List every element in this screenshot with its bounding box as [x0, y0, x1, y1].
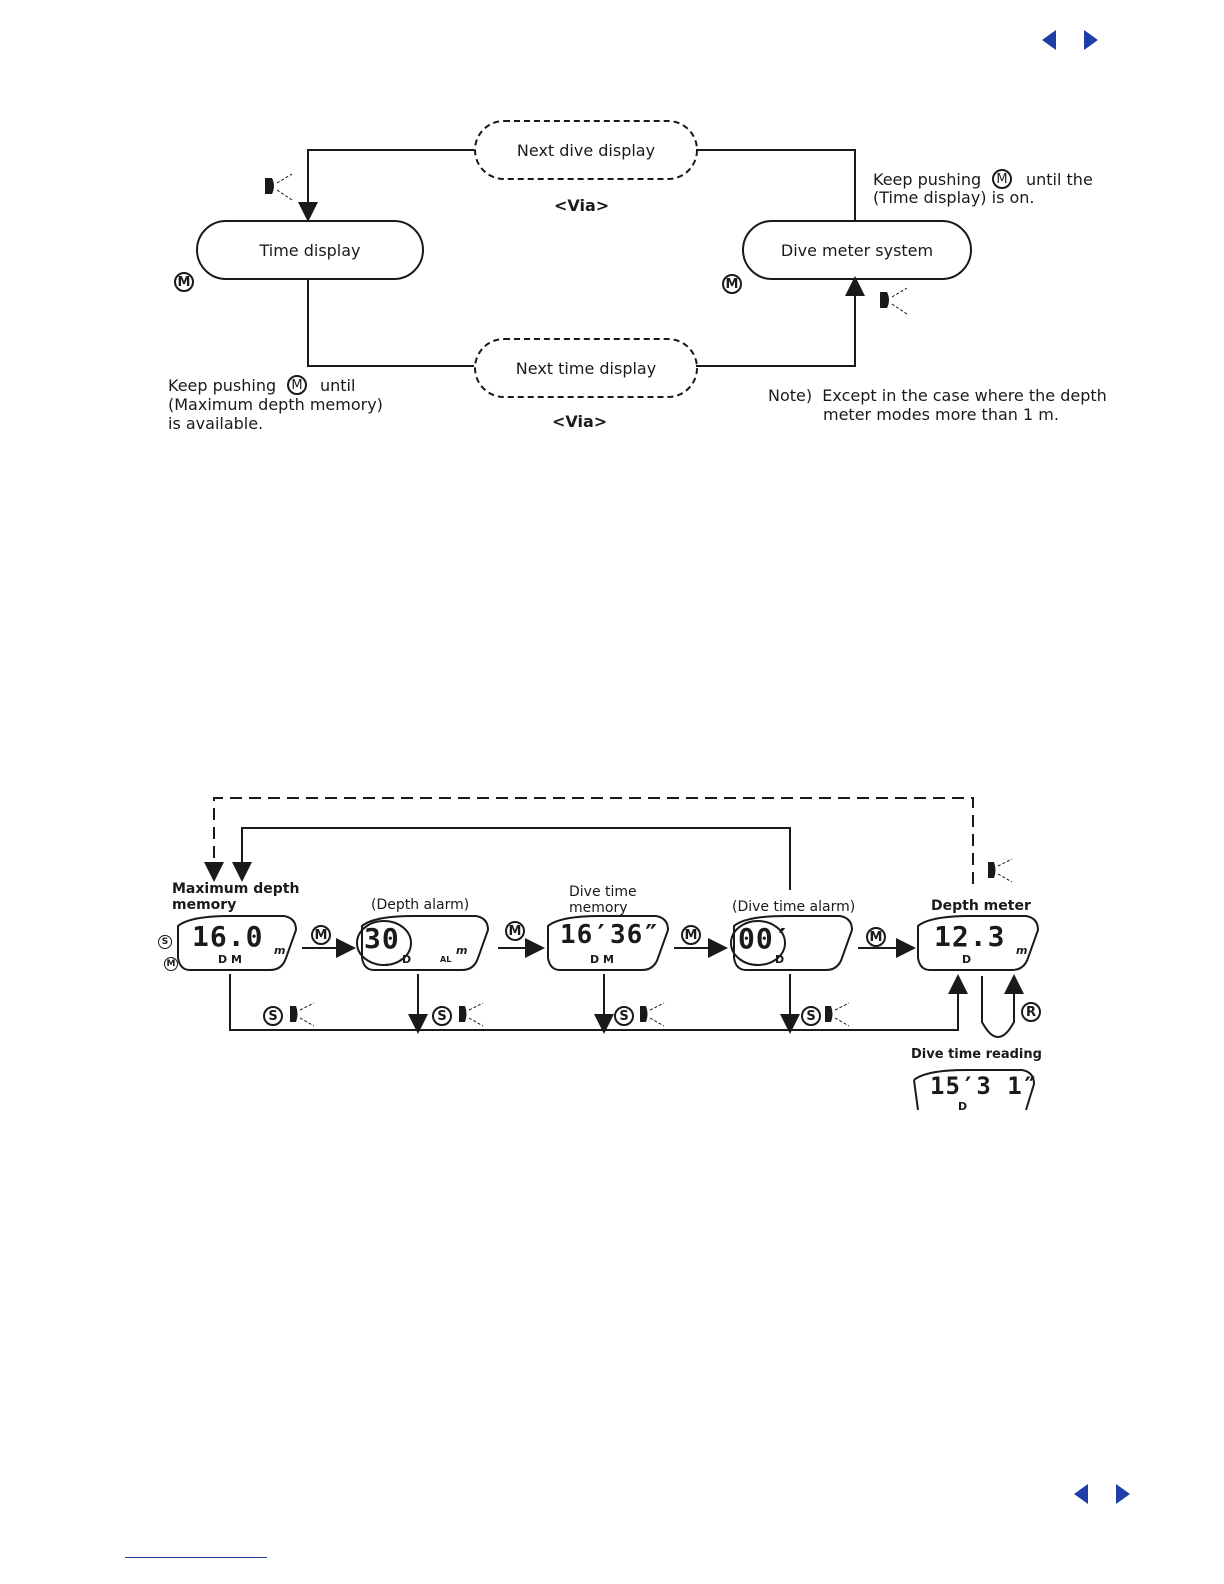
s-button-icon: S	[158, 935, 172, 949]
m-button-icon: M	[174, 272, 194, 292]
m-button-icon: M	[992, 169, 1012, 189]
lcd-outline	[733, 915, 854, 971]
lcd-max-depth-value: 16.0	[192, 920, 264, 953]
dive-mode-lines	[177, 797, 1040, 1111]
m-button-icon: M	[505, 921, 525, 941]
m-button-icon: M	[287, 375, 307, 395]
lcd-depth-alarm-unit: m	[456, 944, 468, 957]
m-button-icon: M	[866, 927, 886, 947]
next-time-display-box: Next time display	[474, 338, 698, 398]
m-button-icon: M	[164, 957, 178, 971]
m-button-icon: M	[311, 925, 331, 945]
via-bottom-label: <Via>	[552, 412, 608, 431]
next-dive-display-box: Next dive display	[474, 120, 698, 180]
buzzer-icon	[880, 287, 908, 315]
depth-meter-label: Depth meter	[931, 898, 1031, 914]
next-page-icon[interactable]	[1114, 1482, 1132, 1506]
next-time-label: Next time display	[515, 358, 657, 378]
lcd-depth-meter-value: 12.3	[934, 920, 1006, 953]
s-button-icon: S	[614, 1006, 634, 1026]
lcd-dive-time-reading-flags: D	[958, 1100, 968, 1113]
s-button-icon: S	[263, 1006, 283, 1026]
buzzer-icon	[459, 1002, 484, 1027]
s-button-icon: S	[801, 1006, 821, 1026]
blink-ring	[356, 920, 412, 966]
lcd-depth-alarm-al: AL	[440, 955, 452, 964]
lcd-dive-time-reading-value: 15′3 1″	[930, 1072, 1039, 1100]
next-dive-label: Next dive display	[516, 140, 656, 160]
lcd-outline	[913, 1079, 919, 1111]
time-display-box: Time display	[196, 220, 424, 280]
lcd-dive-time-alarm-value: 00′	[738, 922, 792, 955]
dive-time-memory-label-2: memory	[569, 900, 628, 916]
next-page-icon[interactable]	[1082, 28, 1100, 52]
note-line1: Note) Except in the case where the depth	[768, 386, 1107, 405]
lcd-outline	[177, 915, 298, 971]
lcd-depth-alarm-value: 30	[364, 922, 400, 955]
max-depth-label-2: memory	[172, 897, 237, 913]
lcd-depth-alarm-flags: D	[402, 953, 412, 966]
lcd-outline	[913, 1069, 1036, 1111]
lcd-dive-time-memory-value: 16′36″	[560, 920, 660, 950]
dive-time-memory-label-1: Dive time	[569, 884, 637, 900]
lcd-depth-meter-flags: D	[962, 953, 972, 966]
m-button-icon: M	[681, 925, 701, 945]
lcd-dive-time-alarm-flags: D	[775, 953, 785, 966]
prev-page-icon[interactable]	[1040, 28, 1058, 52]
lcd-outline	[917, 915, 1040, 971]
depth-alarm-label: (Depth alarm)	[371, 897, 470, 913]
lcd-max-depth-flags: D M	[218, 953, 242, 966]
left-note-line2: (Maximum depth memory)	[168, 395, 383, 414]
m-button-icon: M	[722, 274, 742, 294]
lcd-depth-meter-unit: m	[1016, 944, 1028, 957]
buzzer-icon	[988, 858, 1013, 883]
time-display-label: Time display	[259, 240, 361, 260]
buzzer-icon	[640, 1002, 665, 1027]
r-button-icon: R	[1021, 1002, 1041, 1022]
lcd-dive-time-memory-flags: D M	[590, 953, 614, 966]
lcd-outline	[547, 915, 670, 971]
left-note-line1: Keep pushing	[168, 376, 277, 395]
left-note-line1b: until	[320, 376, 356, 395]
max-depth-label-1: Maximum depth	[172, 881, 300, 897]
dive-time-reading-label: Dive time reading	[911, 1047, 1042, 1062]
note-line2: meter modes more than 1 m.	[823, 405, 1059, 424]
left-note-line3: is available.	[168, 414, 264, 433]
dive-time-alarm-label: (Dive time alarm)	[732, 899, 856, 915]
mode-flow-lines	[265, 149, 908, 367]
right-note-line2: (Time display) is on.	[873, 188, 1035, 207]
s-button-icon: S	[432, 1006, 452, 1026]
buzzer-icon	[290, 1002, 315, 1027]
right-note-line1: Keep pushing	[873, 170, 982, 189]
buzzer-icon	[265, 173, 293, 201]
buzzer-icon	[825, 1002, 850, 1027]
dive-meter-label: Dive meter system	[780, 240, 934, 260]
prev-page-icon[interactable]	[1072, 1482, 1090, 1506]
blink-ring	[730, 920, 786, 966]
lcd-outline	[361, 915, 490, 971]
dive-meter-system-box: Dive meter system	[742, 220, 972, 280]
footer-rule	[125, 1557, 267, 1558]
lcd-max-depth-unit: m	[274, 944, 286, 957]
right-note-line1b: until the	[1026, 170, 1093, 189]
via-top-label: <Via>	[554, 196, 610, 215]
